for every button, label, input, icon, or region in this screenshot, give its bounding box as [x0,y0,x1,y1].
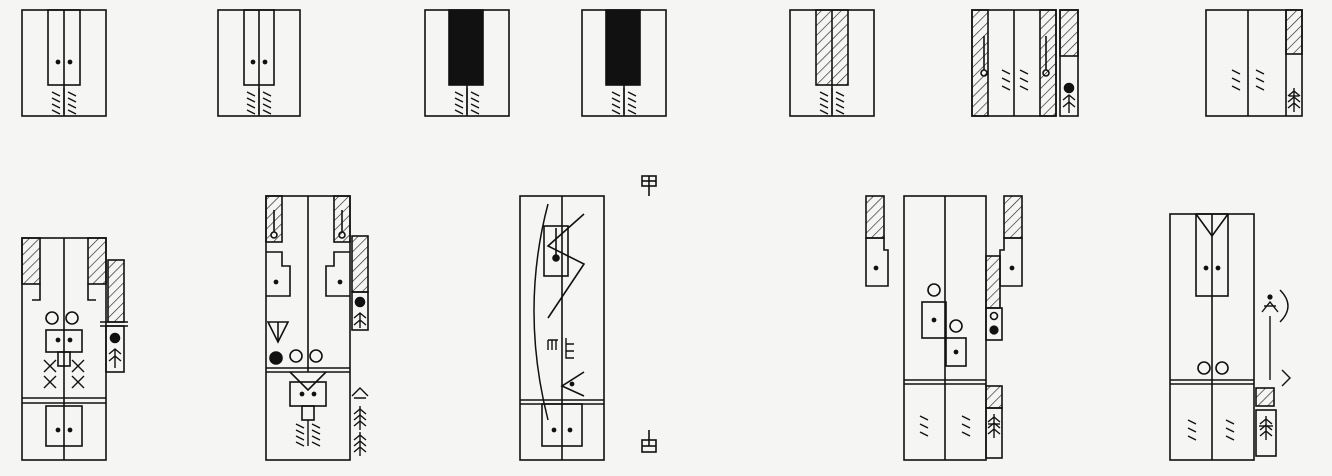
top-diagram-6 [971,9,1079,117]
bottom-diagram-2 [265,195,369,461]
bottom-diagram-1 [21,237,128,461]
top-diagram-5 [789,9,875,117]
top-diagram-4 [581,9,667,117]
top-diagram-7 [1205,9,1303,117]
bottom-diagram-5 [1169,213,1291,461]
top-diagram-1 [21,9,107,117]
bottom-diagram-4 [865,195,1023,461]
top-diagram-2 [217,9,301,117]
bottom-diagram-3 [519,175,657,461]
top-diagram-3 [424,9,510,117]
